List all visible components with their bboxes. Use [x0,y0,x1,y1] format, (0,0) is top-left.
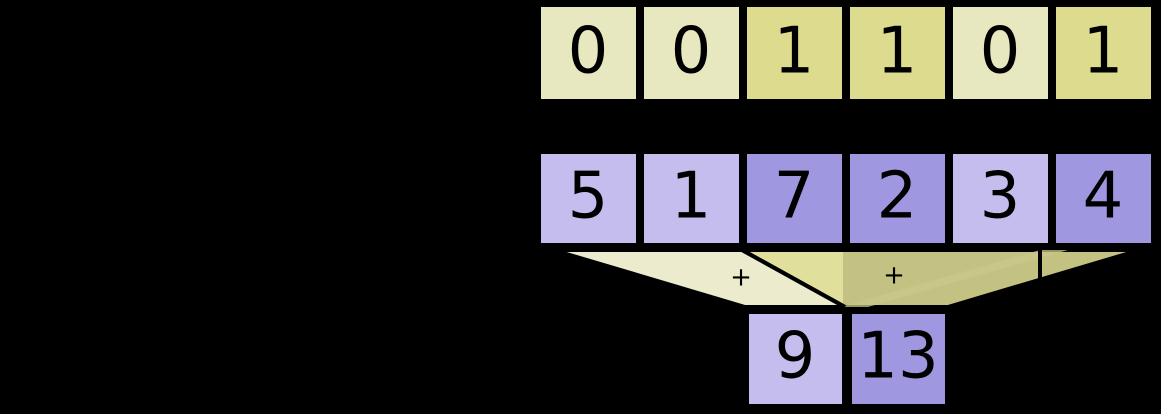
flag-cell-5-label: 1 [1083,15,1124,89]
plus-operator-left: + [730,263,752,293]
plus-operator-right: + [883,261,905,291]
funnel-group [552,248,1141,309]
flag-cell-0[interactable] [537,3,640,103]
value-cell-1[interactable] [640,150,743,247]
value-cell-0-label: 5 [568,160,609,234]
value-cell-4[interactable] [949,150,1052,247]
result-cell-1-label: 13 [857,320,938,394]
value-cell-2-label: 7 [774,160,815,234]
flag-cell-1[interactable] [640,3,743,103]
flag-cell-2[interactable] [743,3,846,103]
funnel-overlap-stripe [840,250,1068,307]
flag-cell-3-label: 1 [877,15,918,89]
funnel-divider-edge [741,248,846,309]
value-cell-2[interactable] [743,150,846,247]
flag-cell-5[interactable] [1052,3,1155,103]
result-cell-0[interactable] [745,310,846,408]
flag-cell-4[interactable] [949,3,1052,103]
value-cell-3-label: 2 [877,160,918,234]
value-cell-4-label: 3 [980,160,1021,234]
value-cell-3[interactable] [846,150,949,247]
funnel-right-inner-edge-2 [1039,248,1141,290]
flag-cell-4-label: 0 [980,15,1021,89]
result-cell-0-label: 9 [775,320,816,394]
value-cell-5-label: 4 [1083,160,1124,234]
value-cell-1-label: 1 [671,160,712,234]
result-row: 9 13 [745,310,949,408]
value-row: 5 1 7 2 3 4 [537,150,1155,247]
result-cell-1[interactable] [848,310,949,408]
flag-cell-2-label: 1 [774,15,815,89]
flag-cell-1-label: 0 [671,15,712,89]
flag-cell-3[interactable] [846,3,949,103]
flag-cell-0-label: 0 [568,15,609,89]
value-cell-0[interactable] [537,150,640,247]
value-cell-5[interactable] [1052,150,1155,247]
flag-row: 0 0 1 1 0 1 [537,3,1155,103]
